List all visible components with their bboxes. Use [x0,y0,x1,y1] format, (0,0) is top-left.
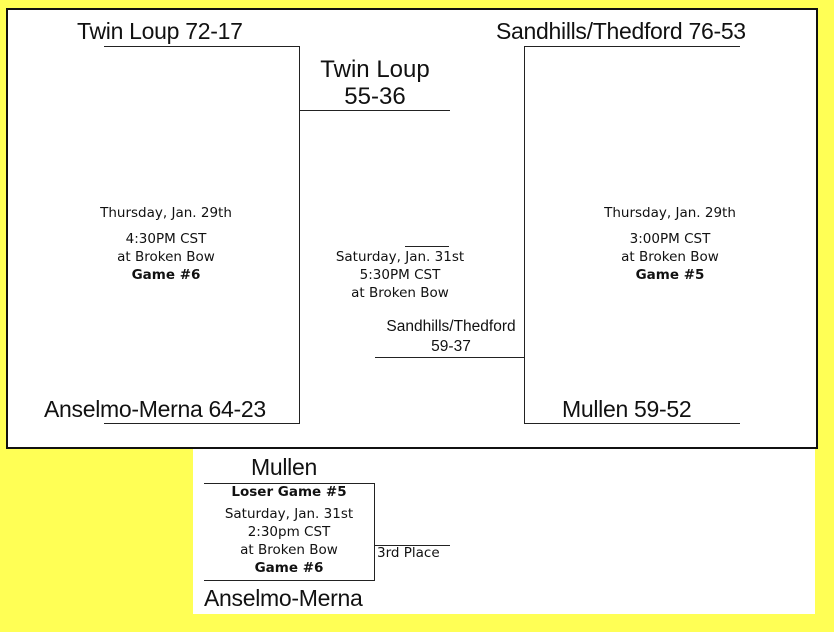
connector-left [299,46,300,424]
line-final-runner-up [375,357,525,358]
third-place-time: 2:30pm CST [247,524,331,540]
final-runner-up: Sandhills/Thedford 59-37 [376,317,526,357]
left-game-location: at Broken Bow [117,249,215,265]
team-top-left: Twin Loup 72-17 [77,18,243,44]
third-place-top-team: Mullen [251,454,317,480]
left-game-time: 4:30PM CST [125,231,207,247]
final-winner-score: 55-36 [344,83,406,110]
third-place-panel [193,449,815,614]
team-top-right: Sandhills/Thedford 76-53 [496,18,746,44]
line-top-right [525,46,740,47]
left-game-info: Thursday, Jan. 29th 4:30PM CST at Broken… [80,204,252,284]
line-top-left [104,46,300,47]
left-game-date: Thursday, Jan. 29th [100,205,232,221]
line-third-top [204,483,375,484]
final-runner-up-name: Sandhills/Thedford [386,318,516,335]
right-game-number: Game #5 [635,267,705,283]
right-game-info: Thursday, Jan. 29th 3:00PM CST at Broken… [584,204,756,284]
final-winner-name: Twin Loup [320,56,430,83]
third-place-game: Game #6 [254,560,324,576]
line-bottom-right [525,423,740,424]
right-game-location: at Broken Bow [621,249,719,265]
final-runner-up-score: 59-37 [431,338,471,355]
right-game-time: 3:00PM CST [629,231,711,247]
third-place-location: at Broken Bow [240,542,338,558]
left-game-number: Game #6 [131,267,201,283]
final-game-info: Saturday, Jan. 31st 5:30PM CST at Broken… [330,248,470,302]
team-bottom-right: Mullen 59-52 [562,396,692,422]
third-place-label: 3rd Place [377,545,440,561]
third-place-note: Loser Game #5 [231,484,347,500]
line-third-bottom [204,580,375,581]
final-winner: Twin Loup 55-36 [300,56,450,110]
team-bottom-left: Anselmo-Merna 64-23 [44,396,266,422]
line-final-info-top [405,246,449,247]
connector-right [524,46,525,424]
connector-third [374,483,375,581]
third-place-date: Saturday, Jan. 31st [224,506,354,522]
final-game-time: 5:30PM CST [359,267,441,283]
line-bottom-left [104,423,300,424]
final-game-location: at Broken Bow [351,285,449,301]
line-third-place [375,545,450,546]
right-game-date: Thursday, Jan. 29th [604,205,736,221]
third-place-info: Loser Game #5 Saturday, Jan. 31st 2:30pm… [204,483,374,577]
final-game-date: Saturday, Jan. 31st [335,249,465,265]
bracket-panel [6,8,818,449]
line-final-winner [300,110,450,111]
third-place-bottom-team: Anselmo-Merna [204,585,363,611]
